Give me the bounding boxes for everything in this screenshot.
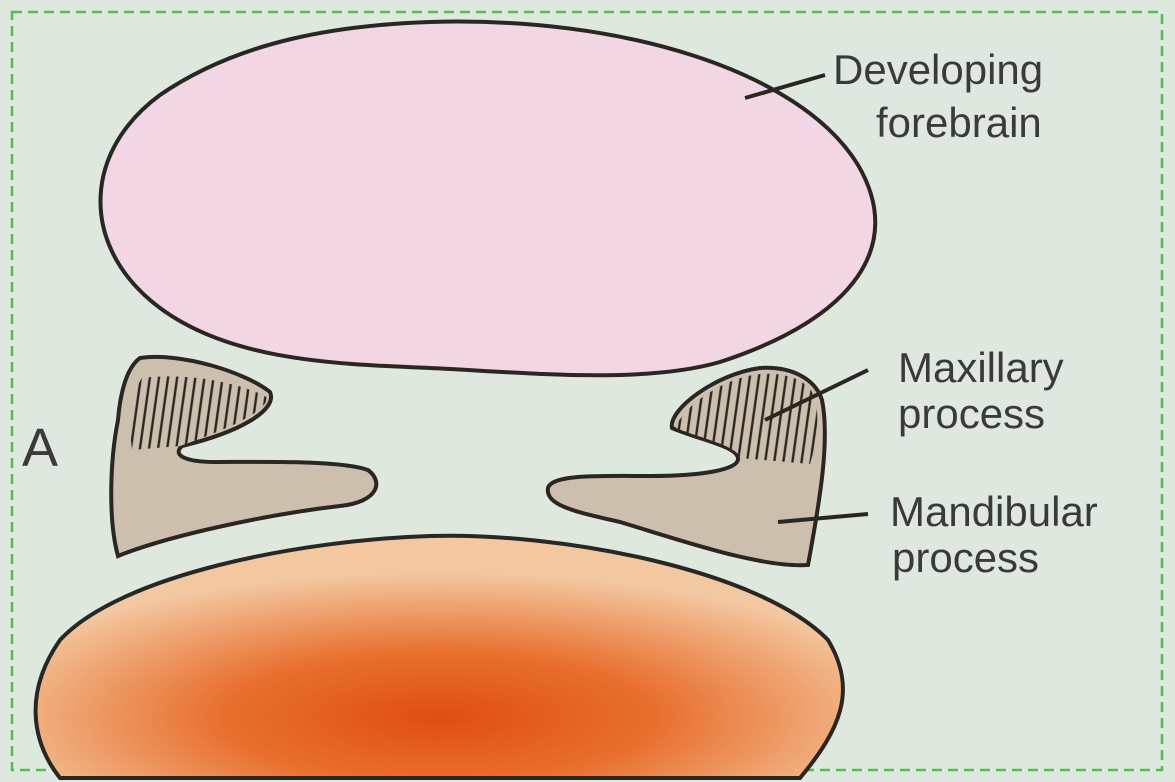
forebrain-label-line2: forebrain [876,99,1042,146]
maxillary-label-line2: process [898,390,1045,437]
forebrain-label-line1: Developing [833,46,1043,93]
panel-letter: A [22,418,58,478]
maxillary-label-line1: Maxillary [898,344,1064,391]
mandibular-label-line1: Mandibular [890,488,1098,535]
mandibular-label-line2: process [892,534,1039,581]
